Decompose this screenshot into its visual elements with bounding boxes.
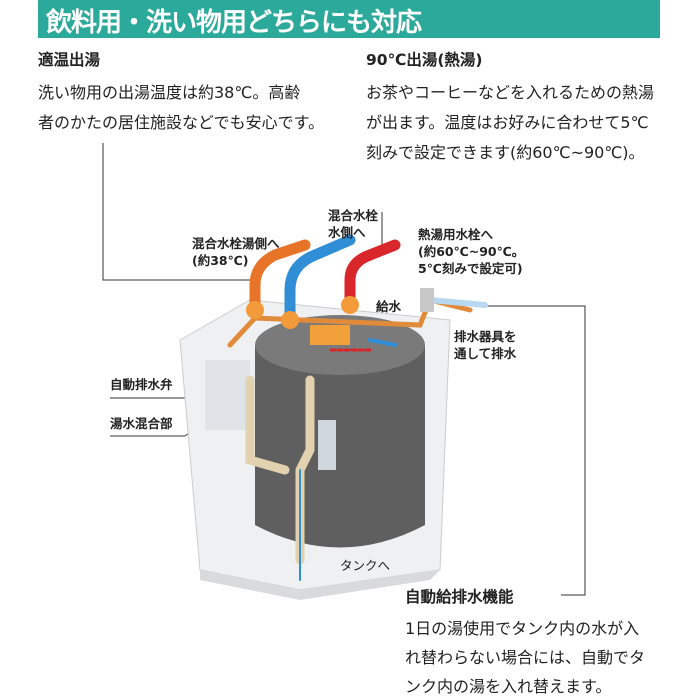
auto-body-line: 1日の湯使用でタンク内の水が入 bbox=[405, 619, 640, 638]
pipes bbox=[227, 234, 488, 581]
fittings bbox=[246, 288, 434, 470]
label-hot-tap: 熱湯用水栓へ(約60℃~90℃。5℃刻みで設定可) bbox=[418, 227, 525, 276]
header-title: 飲料用・洗い物用どちらにも対応 bbox=[46, 8, 422, 38]
right-body-line: が出ます。温度はお好みに合わせて5℃ bbox=[366, 113, 649, 132]
left-body-line: 者のかたの居住施設などでも安心です。 bbox=[38, 113, 325, 132]
label-drain: 排水器具を通して排水 bbox=[454, 329, 517, 361]
left-heading: 適温出湯 bbox=[38, 51, 101, 69]
label-mix-hot: 混合水栓湯側へ(約38℃) bbox=[192, 236, 280, 268]
auto-body-line: れ替わらない場合には、自動でタ bbox=[405, 648, 646, 667]
right-body-line: お茶やコーヒーなどを入れるための熱湯 bbox=[366, 83, 655, 102]
label-mix-cold: 混合水栓水側へ bbox=[328, 208, 379, 240]
auto-heading: 自動給排水機能 bbox=[405, 588, 514, 606]
label-mixing-unit: 湯水混合部 bbox=[110, 416, 173, 431]
header-bar: 飲料用・洗い物用どちらにも対応 bbox=[38, 0, 660, 38]
left-body-line: 洗い物用の出湯温度は約38℃。高齢 bbox=[38, 83, 301, 102]
right-body-line: 刻みで設定できます(約60℃~90℃)。 bbox=[366, 143, 645, 162]
right-heading: 90℃出湯(熱湯) bbox=[366, 51, 483, 69]
label-water-supply: 給水 bbox=[376, 299, 402, 314]
auto-body-line: ンク内の湯を入れ替えます。 bbox=[405, 677, 612, 696]
label-auto-drain-valve: 自動排水弁 bbox=[110, 377, 173, 392]
label-to-tank: タンクへ bbox=[340, 558, 391, 573]
